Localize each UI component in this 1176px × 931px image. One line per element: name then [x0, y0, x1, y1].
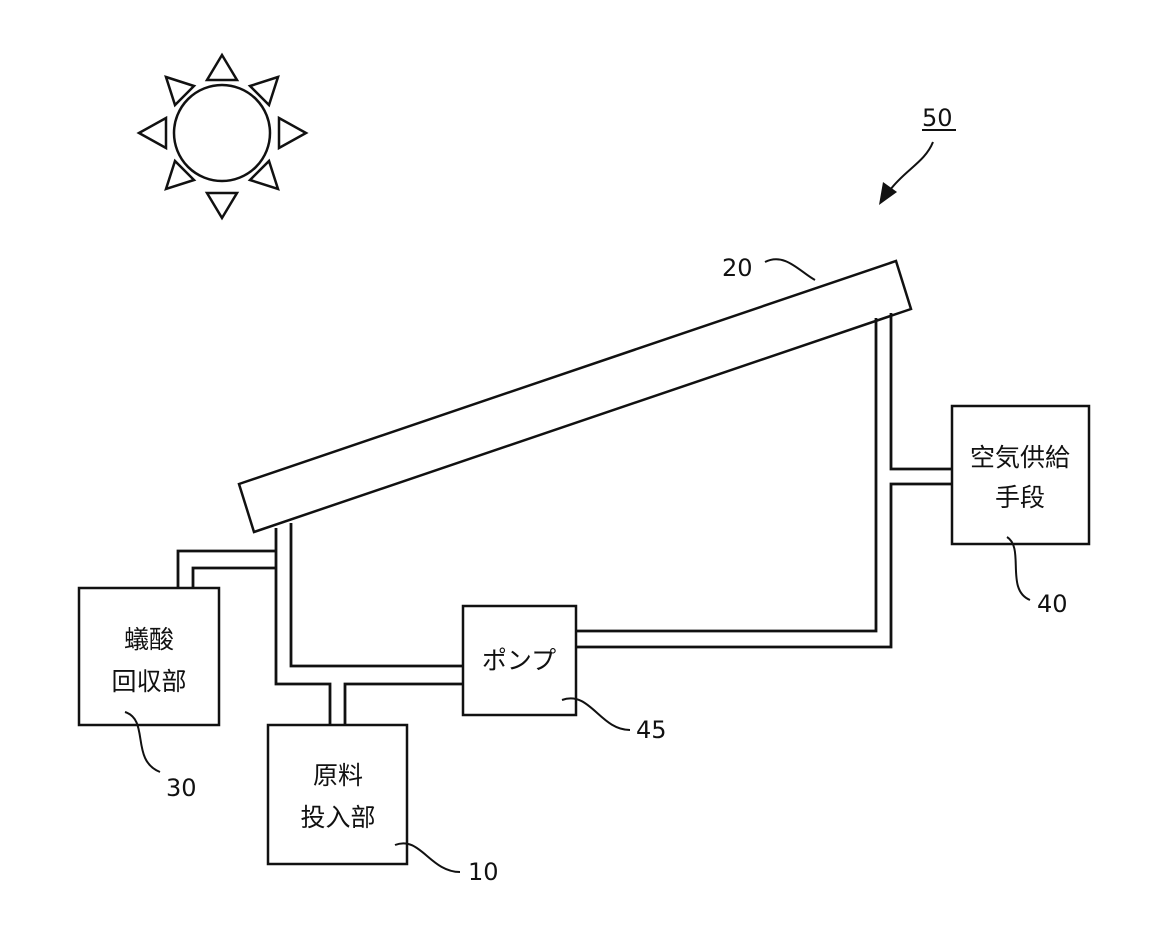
feed-unit: 原料 投入部 10	[268, 725, 499, 886]
air-supply-box	[952, 406, 1089, 544]
formic-recovery-label-line2: 回収部	[111, 667, 186, 696]
feed-box	[268, 725, 407, 864]
pipe-right-outer	[576, 484, 952, 647]
collector-ref: 20	[722, 254, 753, 282]
pipe-recovery-inner	[193, 568, 276, 588]
pump-ref: 45	[636, 716, 667, 744]
collector-panel	[239, 261, 911, 532]
pipe-left-inner	[291, 523, 463, 666]
sun-icon	[139, 55, 306, 218]
air-supply-unit: 空気供給 手段 40	[952, 406, 1089, 618]
air-supply-ref: 40	[1037, 590, 1068, 618]
feed-ref: 10	[468, 858, 499, 886]
formic-recovery-ref: 30	[166, 774, 197, 802]
air-supply-label-line2: 手段	[995, 483, 1045, 512]
feed-label-line2: 投入部	[300, 803, 375, 832]
air-supply-leader	[1007, 537, 1030, 600]
formic-recovery-label-line1: 蟻酸	[124, 625, 174, 654]
pump-label: ポンプ	[482, 646, 556, 675]
pipe-left-outer	[276, 528, 330, 725]
collector-leader	[765, 259, 815, 280]
formic-recovery-unit: 蟻酸 回収部 30	[79, 588, 219, 802]
pump-unit: ポンプ 45	[463, 606, 667, 744]
feed-leader	[395, 843, 460, 872]
system-reference: 50	[879, 104, 956, 205]
pipe-feed-to-pump	[345, 684, 463, 725]
pipe-air-upper	[891, 313, 952, 469]
formic-recovery-box	[79, 588, 219, 725]
pipe-right-inner	[576, 318, 876, 631]
system-ref-label: 50	[922, 104, 953, 132]
solar-collector: 20	[239, 254, 911, 532]
feed-label-line1: 原料	[313, 761, 363, 790]
air-supply-label-line1: 空気供給	[970, 443, 1070, 472]
system-arrow-shaft	[890, 142, 933, 190]
formic-recovery-leader	[125, 712, 160, 772]
